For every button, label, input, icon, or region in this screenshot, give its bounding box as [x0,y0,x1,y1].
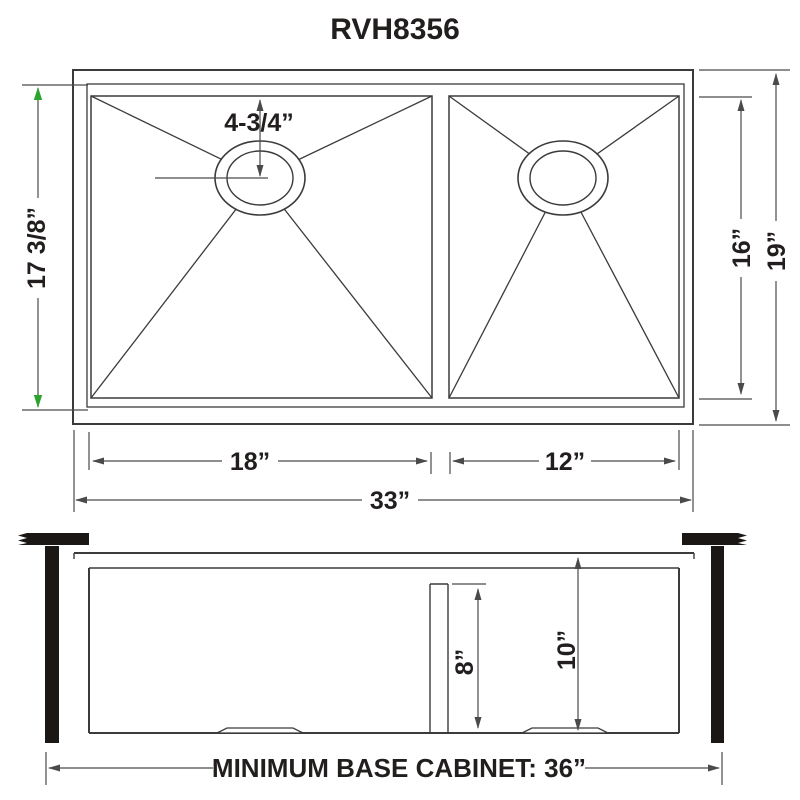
inner-rim [86,83,685,408]
green-arrow-up-icon [33,87,43,100]
right-drain-boss [521,727,609,734]
right-drain [517,140,609,216]
green-arrow-down-icon [33,395,43,408]
page-title: RVH8356 [330,13,460,46]
dim-left-bowl-width: 18” [92,447,428,476]
bowl-divider [429,583,449,733]
dim-divider-depth: 8” [451,583,486,729]
countertop-left [18,533,89,545]
dim-overall-front-back-label: 19” [763,231,791,271]
outer-rim [72,69,694,425]
dim-overall-width: 33” [75,485,692,515]
dim-overall-width-label: 33” [370,487,410,515]
sink-profile [73,552,695,734]
dim-inner-front-back: 17 3/8” [22,84,88,411]
left-bowl [90,95,433,399]
dim-drain-offset-label: 4-3/4” [224,109,293,137]
dim-min-base-cabinet: MINIMUM BASE CABINET: 36” [45,752,723,785]
dim-overall-front-back: 19” [699,69,791,426]
dim-bowl-depth-label: 10” [553,630,581,670]
cabinet-wall-left [45,546,59,743]
cabinet-wall-right [711,546,724,743]
dim-divider-depth-label: 8” [451,649,479,675]
right-bowl [448,95,680,399]
dim-bowl-front-back-label: 16” [728,228,756,268]
dim-min-base-cabinet-label: MINIMUM BASE CABINET: 36” [212,753,586,783]
dim-inner-front-back-label: 17 3/8” [23,207,51,289]
dim-drain-offset: 4-3/4” [224,99,294,177]
countertop-right [682,533,747,545]
width-extension-ticks [73,430,694,512]
top-view: 4-3/4” 17 3/8” 16” [22,69,791,515]
dim-bowl-depth: 10” [553,557,582,731]
dim-right-bowl-width-label: 12” [545,448,585,476]
dim-bowl-front-back: 16” [699,96,756,400]
dim-left-bowl-width-label: 18” [230,448,270,476]
dim-right-bowl-width: 12” [452,447,676,476]
left-drain-boss [216,727,304,734]
section-view: 8” 10” MINIMUM BASE CABINET: 36” [18,533,747,785]
